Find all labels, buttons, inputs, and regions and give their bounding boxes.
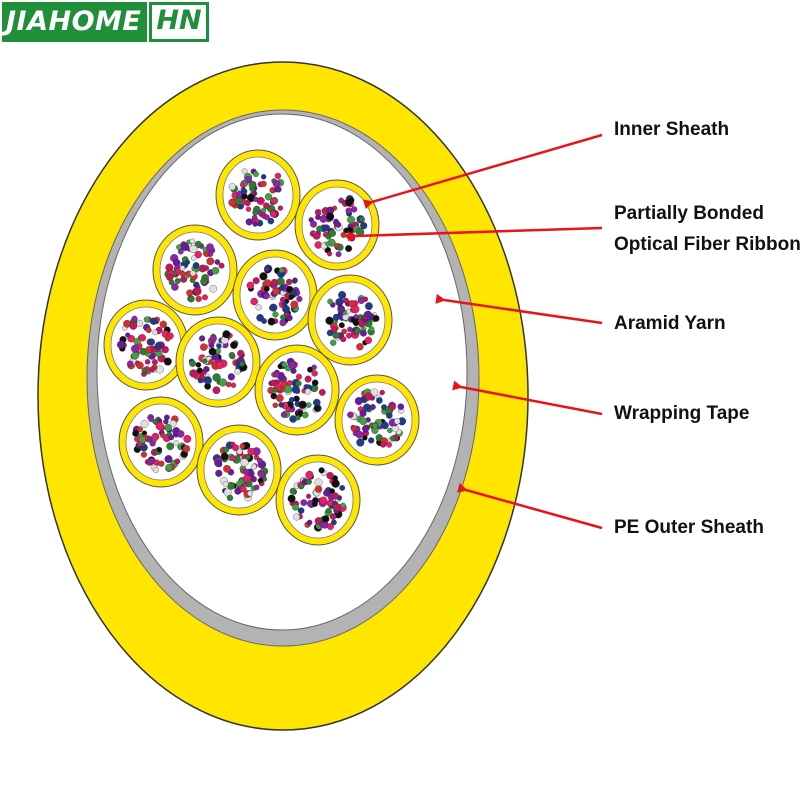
fiber-tube xyxy=(118,396,204,488)
fiber-tube xyxy=(103,299,189,391)
label-pe-outer-sheath: PE Outer Sheath xyxy=(614,517,764,538)
fiber-tube xyxy=(254,344,340,436)
label-fiber-ribbon-line1: Partially Bonded xyxy=(614,203,764,224)
fiber-tube xyxy=(175,316,261,408)
fiber-tube xyxy=(152,224,238,316)
fiber-tube xyxy=(232,249,318,341)
arrow-aramid-yarn xyxy=(435,293,603,325)
label-inner-sheath: Inner Sheath xyxy=(614,119,730,140)
fiber-tube xyxy=(294,179,380,271)
fiber-tube xyxy=(215,149,301,241)
arrow-wrapping-tape xyxy=(452,380,603,416)
callout-arrows xyxy=(347,133,603,530)
logo-brand-text: JIAHOME xyxy=(2,2,148,42)
brand-logo: JIAHOME HN xyxy=(2,2,209,42)
logo-suffix-text: HN xyxy=(149,2,209,42)
fiber-ribbon-units xyxy=(103,149,420,546)
fiber-tube xyxy=(275,454,361,546)
label-fiber-ribbon-line2: Optical Fiber Ribbon xyxy=(614,234,800,255)
arrow-pe-outer-sheath xyxy=(456,483,603,530)
label-wrapping-tape: Wrapping Tape xyxy=(614,403,750,424)
fiber-tube xyxy=(196,424,282,516)
fiber-tube xyxy=(334,374,420,466)
label-aramid-yarn: Aramid Yarn xyxy=(614,313,726,334)
arrow-inner-sheath xyxy=(362,133,603,210)
fiber-tube xyxy=(307,274,393,366)
arrow-fiber-ribbon xyxy=(347,226,603,242)
